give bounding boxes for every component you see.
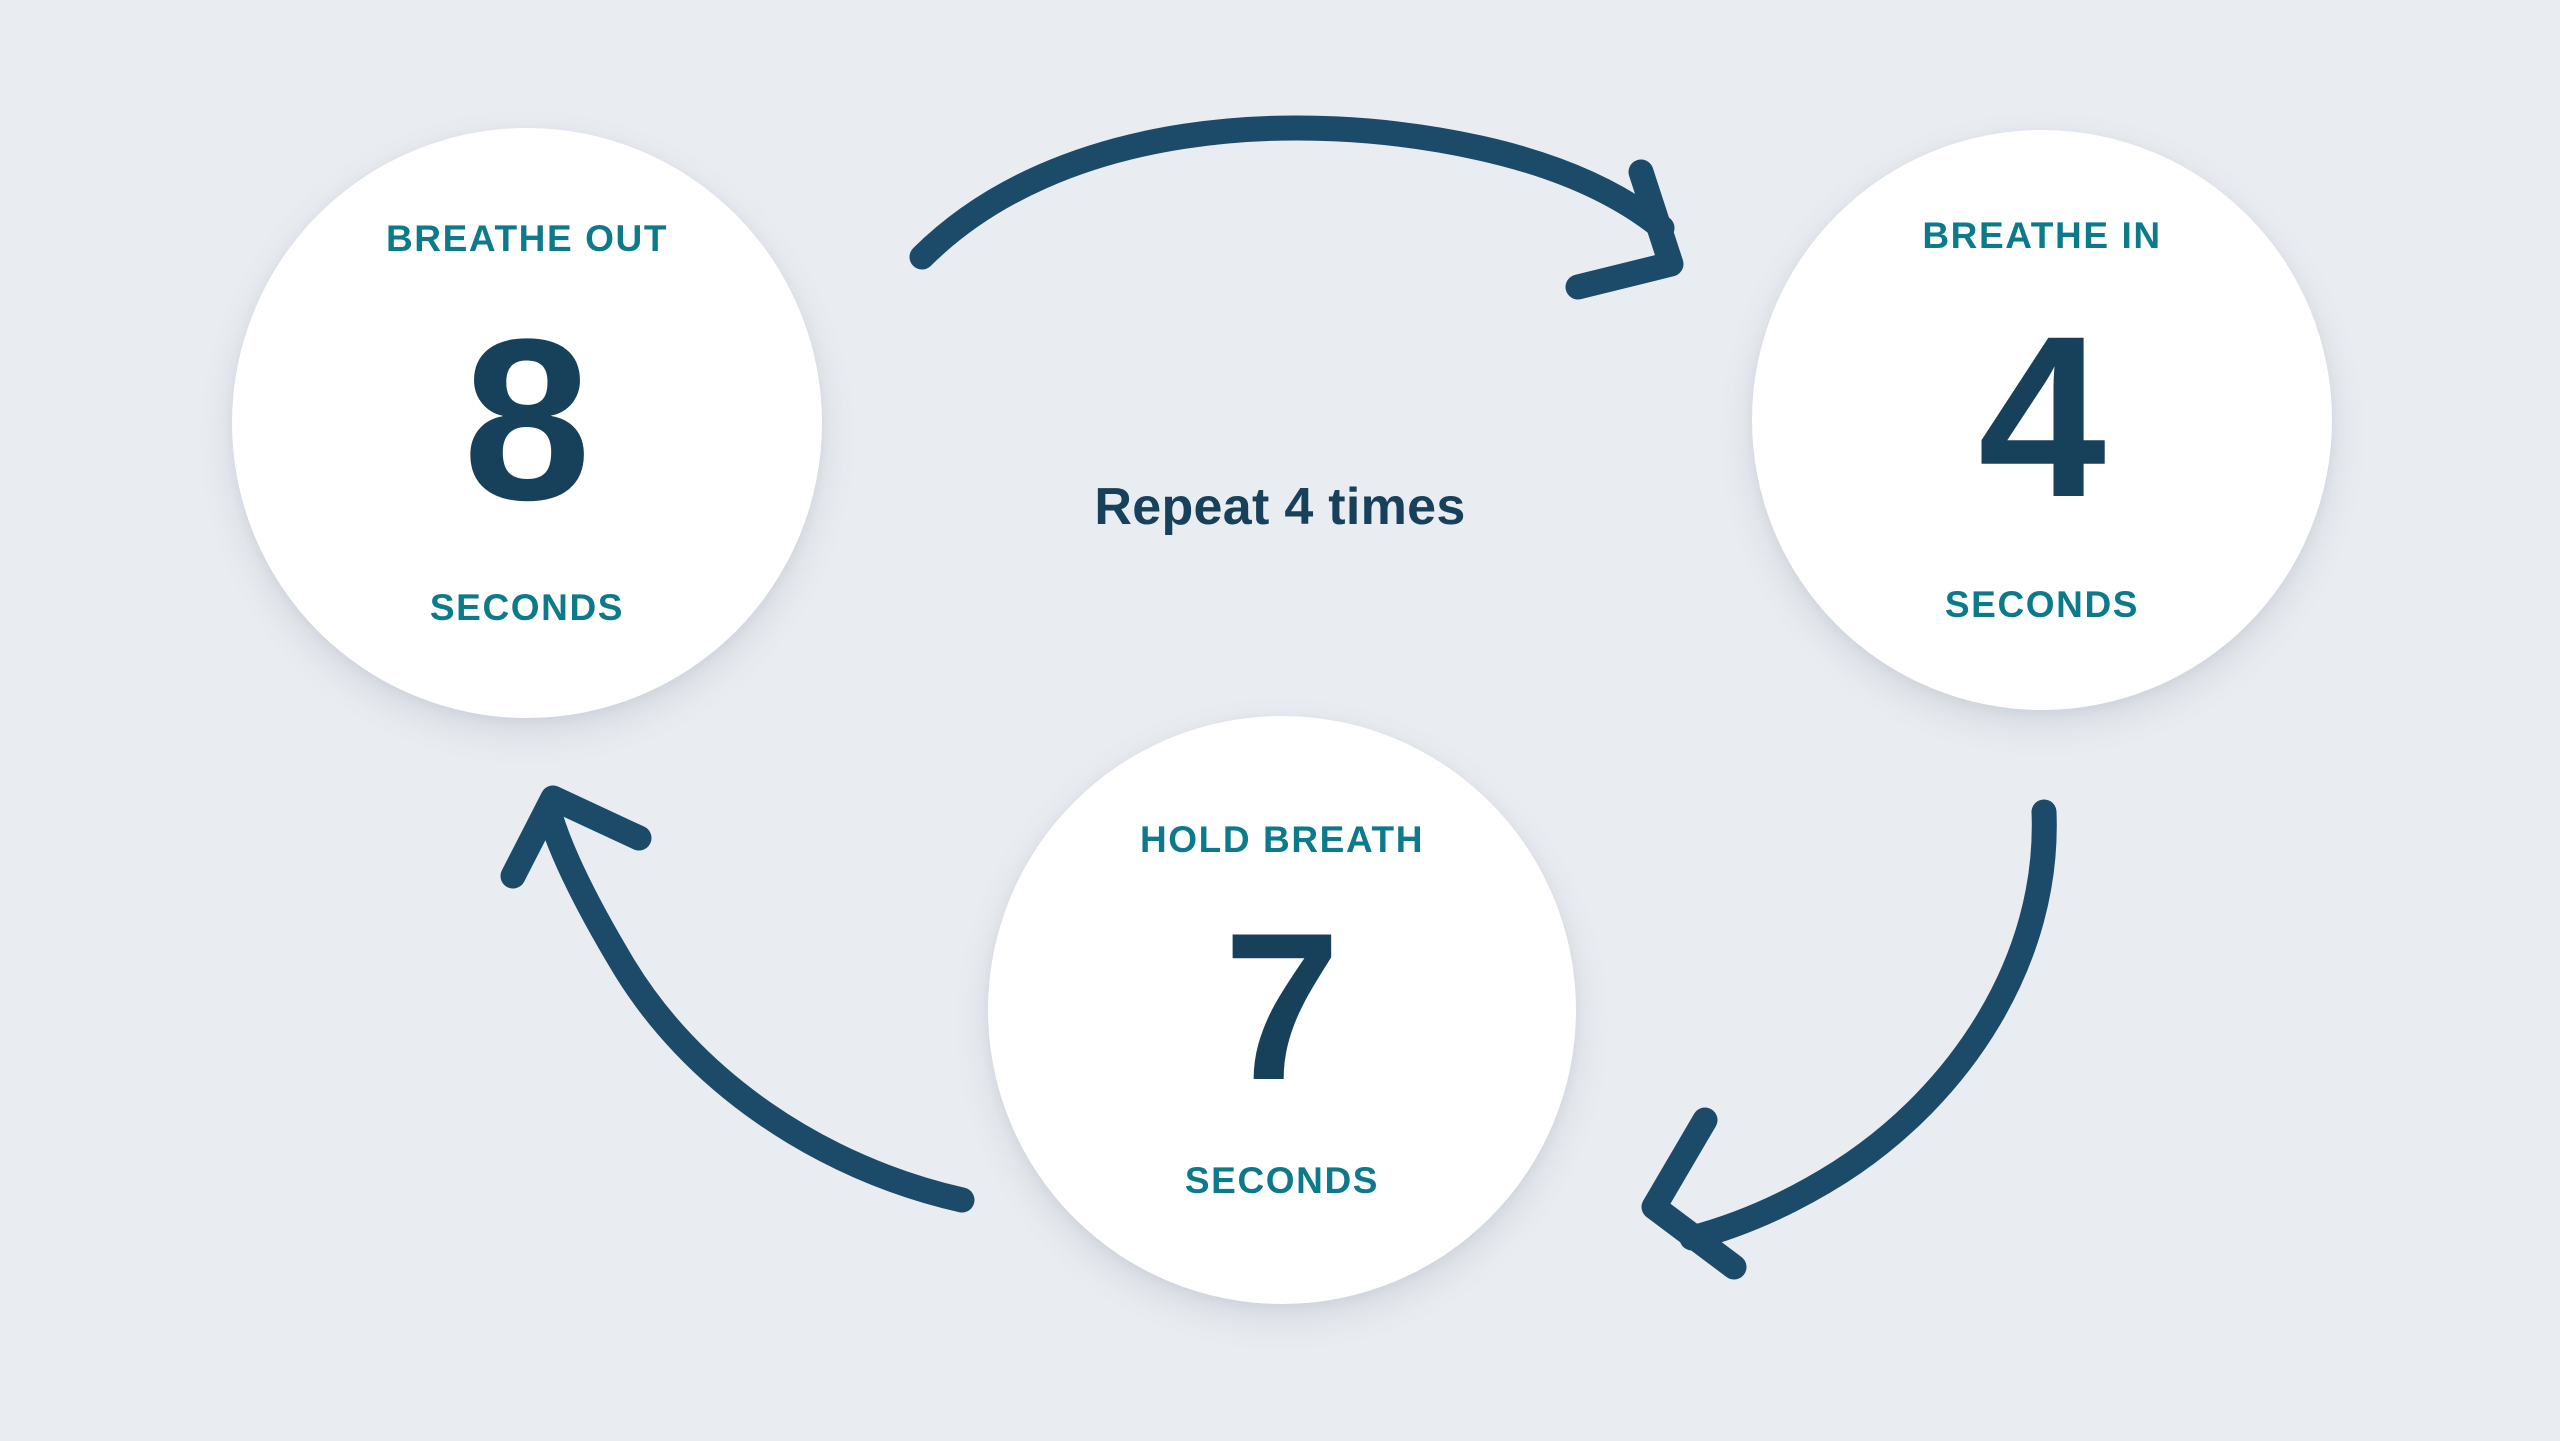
node-breathe-out[interactable]: BREATHE OUT 8 SECONDS [232,128,822,718]
arrow-in-to-hold [1641,799,2057,1280]
arrow-head [500,785,652,889]
repeat-caption: Repeat 4 times [1094,478,1466,536]
node-breathe-in-number: 4 [1978,288,2106,545]
node-hold-breath[interactable]: HOLD BREATH 7 SECONDS [988,716,1576,1304]
node-hold-breath-label: HOLD BREATH [1139,819,1425,860]
node-breathe-out-label: BREATHE OUT [385,218,669,259]
arrow-head [1565,159,1684,300]
arrow-shaft [909,115,1675,270]
node-breathe-in-label: BREATHE IN [1922,215,2162,256]
arrow-out-to-in [909,115,1684,300]
node-breathe-out-unit: SECONDS [429,587,625,628]
arrow-head [1641,1107,1747,1280]
arrow-shaft [1679,799,2057,1251]
arrow-shaft [535,795,975,1213]
arrow-hold-to-out [500,785,975,1213]
node-breathe-in[interactable]: BREATHE IN 4 SECONDS [1752,130,2332,710]
node-breathe-in-unit: SECONDS [1944,584,2140,625]
node-breathe-out-number: 8 [463,291,591,548]
node-hold-breath-unit: SECONDS [1184,1160,1380,1201]
node-hold-breath-number: 7 [1223,889,1341,1124]
